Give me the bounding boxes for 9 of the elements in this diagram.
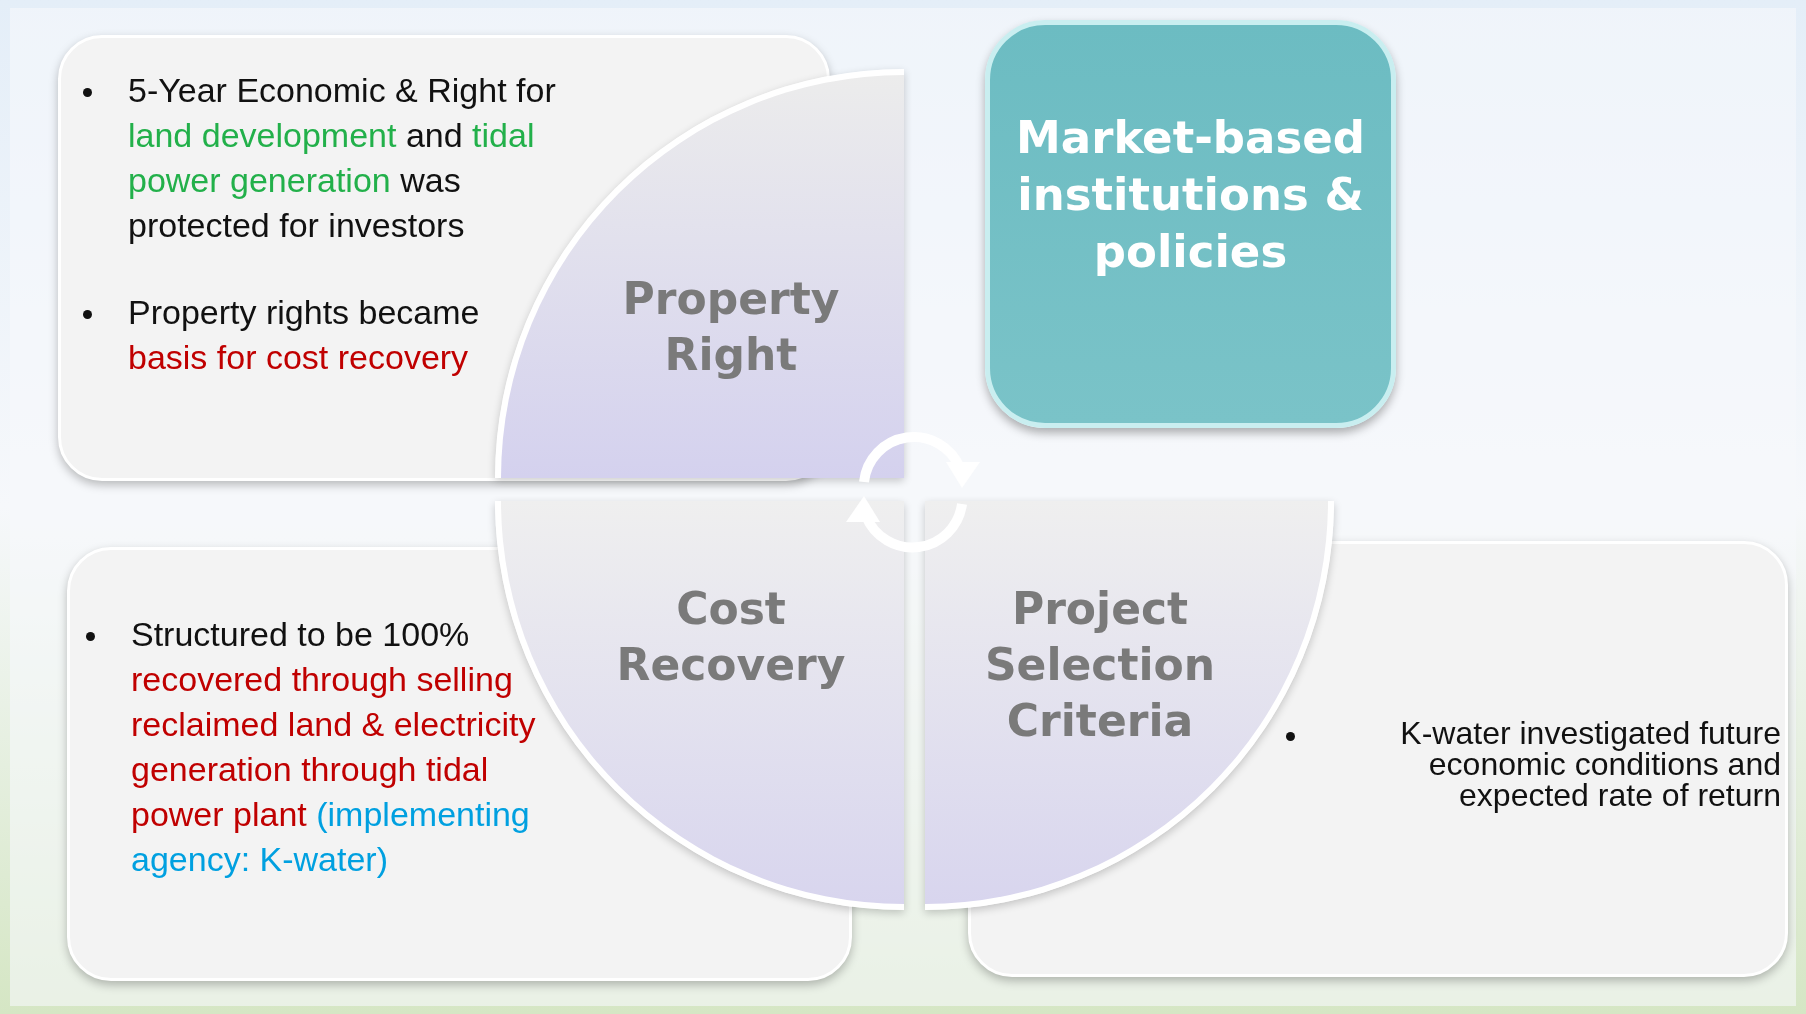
bullet-text: Property rights became basis for cost recovery bbox=[128, 292, 481, 378]
bullet-text: 5-Year Economic & Right for land development and tidal power generation was protected for investors bbox=[128, 70, 557, 246]
segment-title: Cost Recovery bbox=[615, 582, 847, 692]
box-title: Market-based institutions & policies bbox=[1015, 109, 1366, 280]
segment-title: Property Right bbox=[621, 272, 841, 382]
segment-title: Project Selection Criteria bbox=[983, 582, 1217, 748]
title-box bbox=[985, 20, 1396, 428]
bullet-text: Structured to be 100% recovered through selling reclaimed land & electricity generation through tidal power plant (implementing agency: K-water) bbox=[131, 614, 537, 880]
bullet-text: K-water investigated future economic conditions and expected rate of return bbox=[1399, 718, 1781, 811]
